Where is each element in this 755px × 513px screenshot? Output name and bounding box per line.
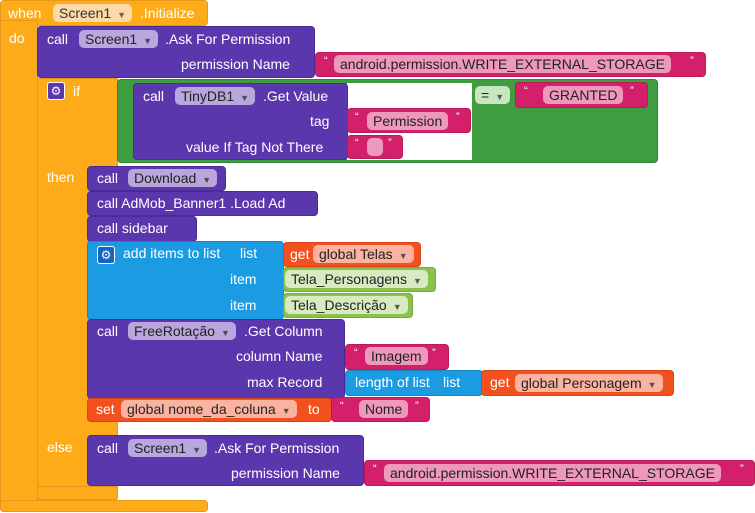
quote-open: “ bbox=[354, 347, 358, 359]
column-name-label: column Name bbox=[236, 348, 323, 364]
quote-open: “ bbox=[373, 463, 377, 475]
param-label: permission Name bbox=[181, 56, 290, 72]
add-items-to-list-block[interactable] bbox=[87, 241, 284, 320]
call-label: call bbox=[97, 323, 119, 339]
gear-icon[interactable]: ⚙ bbox=[97, 246, 115, 264]
quote-open: “ bbox=[340, 400, 344, 412]
sidebar-label: call sidebar bbox=[97, 220, 168, 236]
tag-label: tag bbox=[310, 113, 330, 129]
method-label: .Ask For Permission bbox=[214, 440, 340, 456]
do-label: do bbox=[9, 30, 25, 46]
variable-dropdown[interactable]: global nome_da_coluna▼ bbox=[121, 400, 297, 418]
quote-close: ” bbox=[456, 111, 460, 123]
quote-close: ” bbox=[432, 347, 436, 359]
call-label: call bbox=[143, 88, 165, 104]
quote-close: ” bbox=[388, 137, 392, 149]
event-name: .Initialize bbox=[140, 5, 195, 21]
event-block-footer bbox=[0, 500, 208, 512]
component-dropdown[interactable]: Screen1▼ bbox=[128, 439, 208, 457]
method-label: .Get Value bbox=[263, 88, 329, 104]
quote-open: “ bbox=[524, 85, 528, 97]
quote-open: “ bbox=[324, 55, 328, 67]
list-label: list bbox=[443, 374, 461, 390]
method-label: .Get Column bbox=[244, 323, 323, 339]
text-field[interactable]: GRANTED bbox=[543, 86, 624, 104]
param-label: permission Name bbox=[231, 465, 340, 481]
component-dropdown[interactable]: FreeRotação▼ bbox=[128, 322, 236, 340]
variable-dropdown[interactable]: global Telas▼ bbox=[313, 245, 414, 263]
call-sidebar-block[interactable] bbox=[87, 216, 197, 242]
call-label: call bbox=[47, 31, 69, 47]
text-field[interactable] bbox=[367, 138, 383, 156]
when-label: when bbox=[8, 5, 42, 21]
text-field[interactable]: Imagem bbox=[365, 347, 428, 365]
component-dropdown[interactable]: TinyDB1▼ bbox=[175, 87, 256, 105]
component-dropdown[interactable]: Screen1▼ bbox=[53, 4, 133, 22]
quote-close: ” bbox=[630, 85, 634, 97]
admob-label: call AdMob_Banner1 .Load Ad bbox=[97, 195, 286, 211]
add-items-label: add items to list bbox=[123, 245, 221, 261]
get-label: get bbox=[290, 246, 310, 262]
if-label: if bbox=[73, 83, 80, 99]
text-field[interactable]: android.permission.WRITE_EXTERNAL_STORAG… bbox=[384, 464, 721, 482]
item-label: item bbox=[230, 297, 257, 313]
text-field[interactable]: android.permission.WRITE_EXTERNAL_STORAG… bbox=[334, 55, 671, 73]
text-field[interactable]: Permission bbox=[367, 112, 449, 130]
length-label: length of list bbox=[355, 374, 430, 390]
operator-dropdown[interactable]: =▼ bbox=[475, 86, 511, 104]
component-dropdown[interactable]: Screen1▼ bbox=[79, 30, 159, 48]
default-label: value If Tag Not There bbox=[186, 139, 324, 155]
call-admob-load-ad-block[interactable] bbox=[87, 191, 318, 216]
then-label: then bbox=[47, 169, 75, 185]
quote-close: ” bbox=[690, 55, 694, 67]
list-label: list bbox=[240, 245, 258, 261]
get-label: get bbox=[490, 374, 510, 390]
set-label: set bbox=[96, 401, 115, 417]
text-field[interactable]: Nome bbox=[359, 400, 409, 418]
quote-close: ” bbox=[415, 400, 419, 412]
item-label: item bbox=[230, 271, 257, 287]
max-record-label: max Record bbox=[247, 374, 323, 390]
if-block-footer bbox=[37, 486, 118, 500]
length-of-list-block[interactable] bbox=[345, 370, 483, 396]
gear-icon[interactable]: ⚙ bbox=[47, 82, 65, 100]
call-label: call bbox=[97, 170, 119, 186]
procedure-dropdown[interactable]: Download▼ bbox=[128, 169, 218, 187]
quote-open: “ bbox=[355, 137, 359, 149]
variable-dropdown[interactable]: global Personagem▼ bbox=[515, 374, 663, 392]
else-label: else bbox=[47, 439, 73, 455]
quote-open: “ bbox=[355, 111, 359, 123]
to-label: to bbox=[308, 401, 320, 417]
screen-dropdown[interactable]: Tela_Descrição▼ bbox=[285, 296, 408, 314]
event-block-body bbox=[0, 20, 38, 512]
method-label: .Ask For Permission bbox=[165, 31, 291, 47]
screen-dropdown[interactable]: Tela_Personagens▼ bbox=[285, 270, 428, 288]
call-label: call bbox=[97, 440, 119, 456]
quote-close: ” bbox=[740, 463, 744, 475]
